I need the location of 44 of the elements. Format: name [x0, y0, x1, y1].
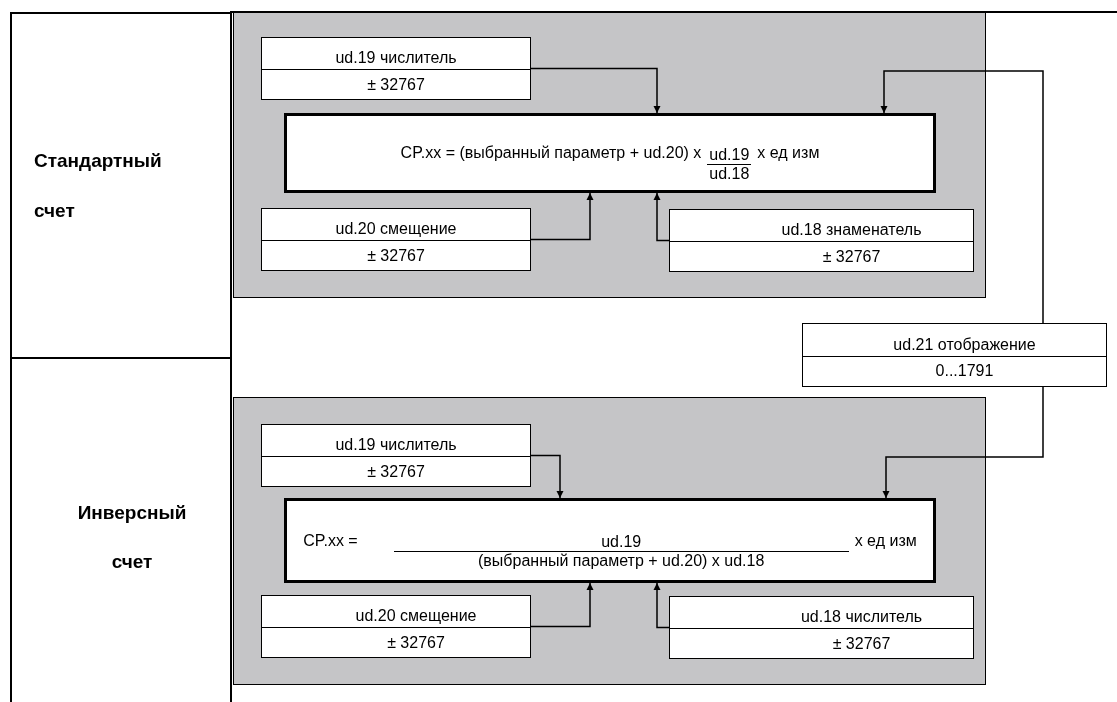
group-panel: [233, 397, 986, 685]
connector-arrow: [530, 582, 594, 628]
group-panel: [233, 12, 986, 298]
parameter-range: 0...1791: [934, 361, 995, 382]
connector-arrow: [880, 70, 1044, 324]
parameter-range: ± 32767: [366, 245, 426, 266]
parameter-name: ud.19 числитель: [262, 38, 530, 70]
parameter-range: ± 32767: [386, 632, 446, 653]
parameter-box: [669, 596, 974, 659]
parameter-box: [802, 323, 1107, 387]
parameter-box: [669, 209, 974, 272]
section-title: Стандартный счет: [34, 149, 163, 223]
parameter-box: [261, 595, 531, 658]
parameter-range: ± 32767: [831, 633, 892, 654]
parameter-name: ud.20 смещение: [262, 209, 530, 241]
unit-text: x ед изм: [757, 144, 820, 162]
fraction-numerator: ud.19: [393, 533, 849, 552]
parameter-name: ud.18 знаменатель: [670, 210, 973, 242]
formula-text: CP.xx = (выбранный параметр + ud.20) x: [400, 144, 702, 162]
connector-arrow: [882, 386, 1044, 499]
section-title: Инверсный счет: [76, 500, 188, 574]
fraction-denominator: ud.18: [709, 164, 750, 183]
fraction-denominator: (выбранный параметр + ud.20) x ud.18: [478, 552, 765, 570]
connector-arrow: [653, 582, 670, 629]
section-header-cell: [10, 12, 232, 359]
parameter-name: ud.21 отображение: [803, 324, 1106, 357]
parameter-box: [261, 37, 531, 100]
formula-box: [284, 113, 936, 193]
parameter-range: ± 32767: [821, 246, 882, 267]
connector-arrow: [653, 192, 670, 242]
parameter-name: ud.19 числитель: [262, 425, 530, 457]
connector-arrow: [530, 67, 661, 114]
formula-box: [284, 498, 936, 583]
fraction-numerator: ud.19: [707, 145, 752, 165]
parameter-box: [261, 208, 531, 271]
parameter-box: [261, 424, 531, 487]
parameter-range: ± 32767: [366, 461, 426, 482]
connector-arrow: [530, 192, 594, 241]
connector-arrow: [530, 454, 564, 499]
parameter-name: ud.20 смещение: [262, 596, 530, 628]
parameter-name: ud.18 числитель: [670, 597, 973, 629]
unit-text: x ед изм: [854, 531, 917, 550]
formula-text: CP.xx =: [303, 531, 358, 550]
parameter-range: ± 32767: [366, 74, 426, 95]
